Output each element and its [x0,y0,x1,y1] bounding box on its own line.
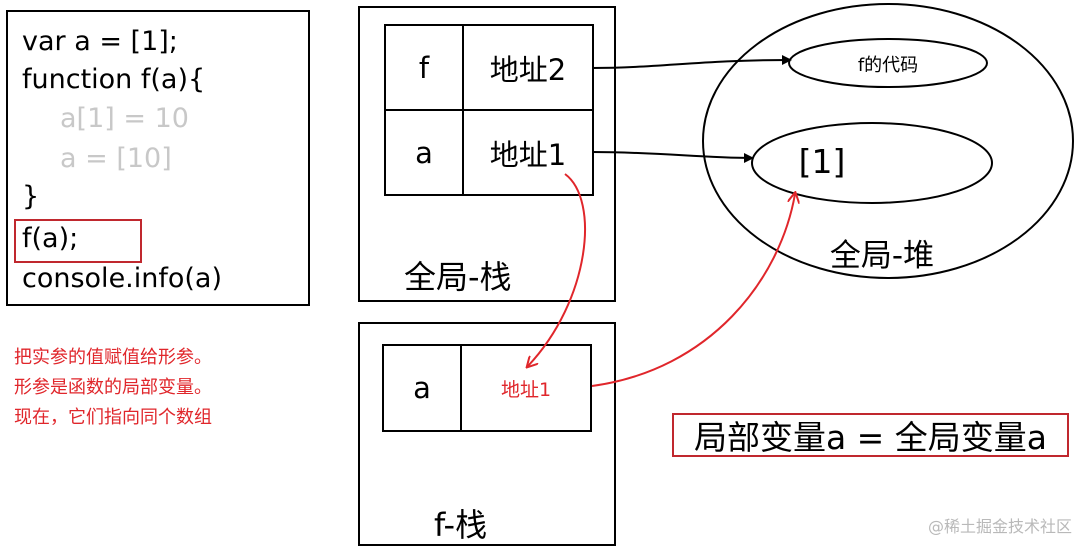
f-stack-label: f-栈 [434,506,488,544]
f-stack-frame: a 地址1 f-栈 [358,322,616,546]
global-stack-frame: f 地址2 a 地址1 全局-栈 [358,6,616,302]
stack-var-name: f [418,50,430,85]
pointer-arrow-a-global [591,151,754,163]
stack-var-address: 地址2 [489,52,567,87]
table-divider [386,109,592,111]
code-line: } [22,181,40,212]
f-stack-table: a 地址1 [382,344,592,432]
stack-var-address: 地址1 [500,378,552,401]
stack-var-name: a [415,135,433,170]
call-highlight-box [14,219,142,263]
watermark: @稀土掘金技术社区 [927,517,1072,536]
stack-var-address: 地址1 [489,137,567,172]
note-line: 形参是函数的局部变量。 [14,377,212,398]
table-divider [460,346,462,430]
note-line: 把实参的值赋值给形参。 [14,347,212,368]
pointer-arrow-a-local-red [591,194,795,387]
code-line-muted: a[1] = 10 [60,103,189,134]
pointer-arrow-f [591,55,792,69]
copy-arrow-red [528,173,587,366]
global-stack-label: 全局-栈 [404,258,512,296]
heap-object-array [751,122,993,204]
code-panel: var a = [1]; function f(a){ a[1] = 10 a … [6,10,310,306]
code-line-call: f(a); [22,223,79,254]
code-line: console.info(a) [22,263,223,294]
stack-var-name: a [413,371,431,405]
code-line: function f(a){ [22,64,206,95]
global-heap-ellipse [702,3,1074,279]
note-line: 现在，它们指向同个数组 [14,407,212,428]
global-stack-table: f 地址2 a 地址1 [384,24,594,196]
heap-item-array: [1] [798,142,846,181]
code-line: var a = [1]; [22,26,178,57]
equality-statement: 局部变量a = 全局变量a [672,413,1069,457]
code-line-muted: a = [10] [60,143,172,174]
heap-item-f-code: f的代码 [857,55,919,76]
global-heap-label: 全局-堆 [829,238,935,274]
